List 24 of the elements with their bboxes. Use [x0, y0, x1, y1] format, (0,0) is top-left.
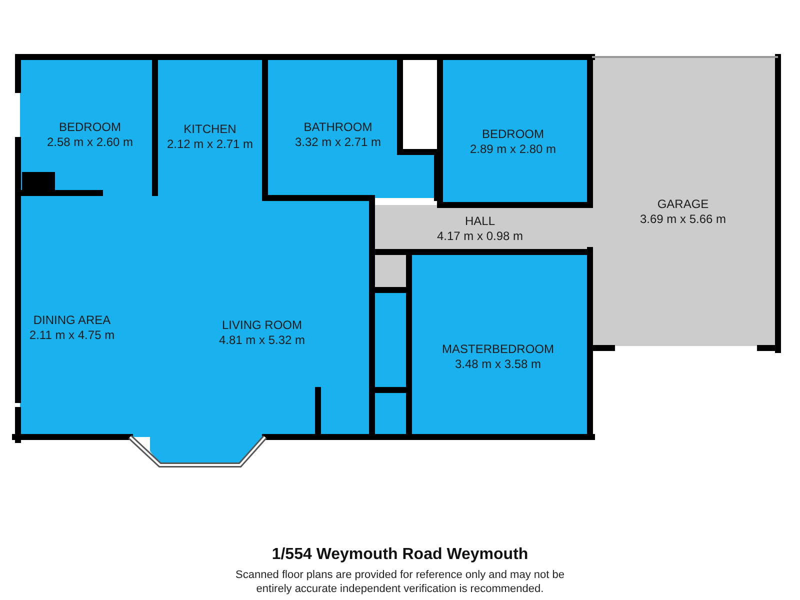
- room-dimensions: 2.11 m x 4.75 m: [29, 328, 115, 343]
- room-dimensions: 3.48 m x 3.58 m: [454, 357, 542, 372]
- room-area: [20, 195, 150, 437]
- room-name: LIVING ROOM: [222, 318, 302, 333]
- room-area: [409, 252, 590, 437]
- room-name: BEDROOM: [482, 127, 544, 142]
- room-area: [440, 58, 590, 205]
- room-name: BEDROOM: [59, 120, 121, 135]
- room-dimensions: 3.32 m x 2.71 m: [294, 135, 382, 150]
- room-dimensions: 2.12 m x 2.71 m: [166, 137, 254, 152]
- room-dimensions: 4.17 m x 0.98 m: [436, 229, 524, 244]
- room-name: GARAGE: [657, 197, 709, 212]
- room-dimensions: 2.58 m x 2.60 m: [46, 135, 134, 150]
- room-name: MASTERBEDROOM: [442, 342, 554, 357]
- room-dimensions: 3.69 m x 5.66 m: [640, 212, 726, 227]
- room-dimensions: 2.89 m x 2.80 m: [470, 142, 556, 157]
- room-name: BATHROOM: [304, 120, 372, 135]
- room-name: KITCHEN: [184, 122, 236, 137]
- room-name: DINING AREA: [33, 313, 111, 328]
- disclaimer-caption: Scanned floor plans are provided for reference only and may not be entirely accurate independent verification is recommended.: [234, 568, 566, 596]
- room-dimensions: 4.81 m x 5.32 m: [218, 333, 306, 348]
- room-area: [590, 58, 778, 346]
- room-name: HALL: [464, 214, 495, 229]
- plan-title: 1/554 Weymouth Road Weymouth: [270, 546, 530, 564]
